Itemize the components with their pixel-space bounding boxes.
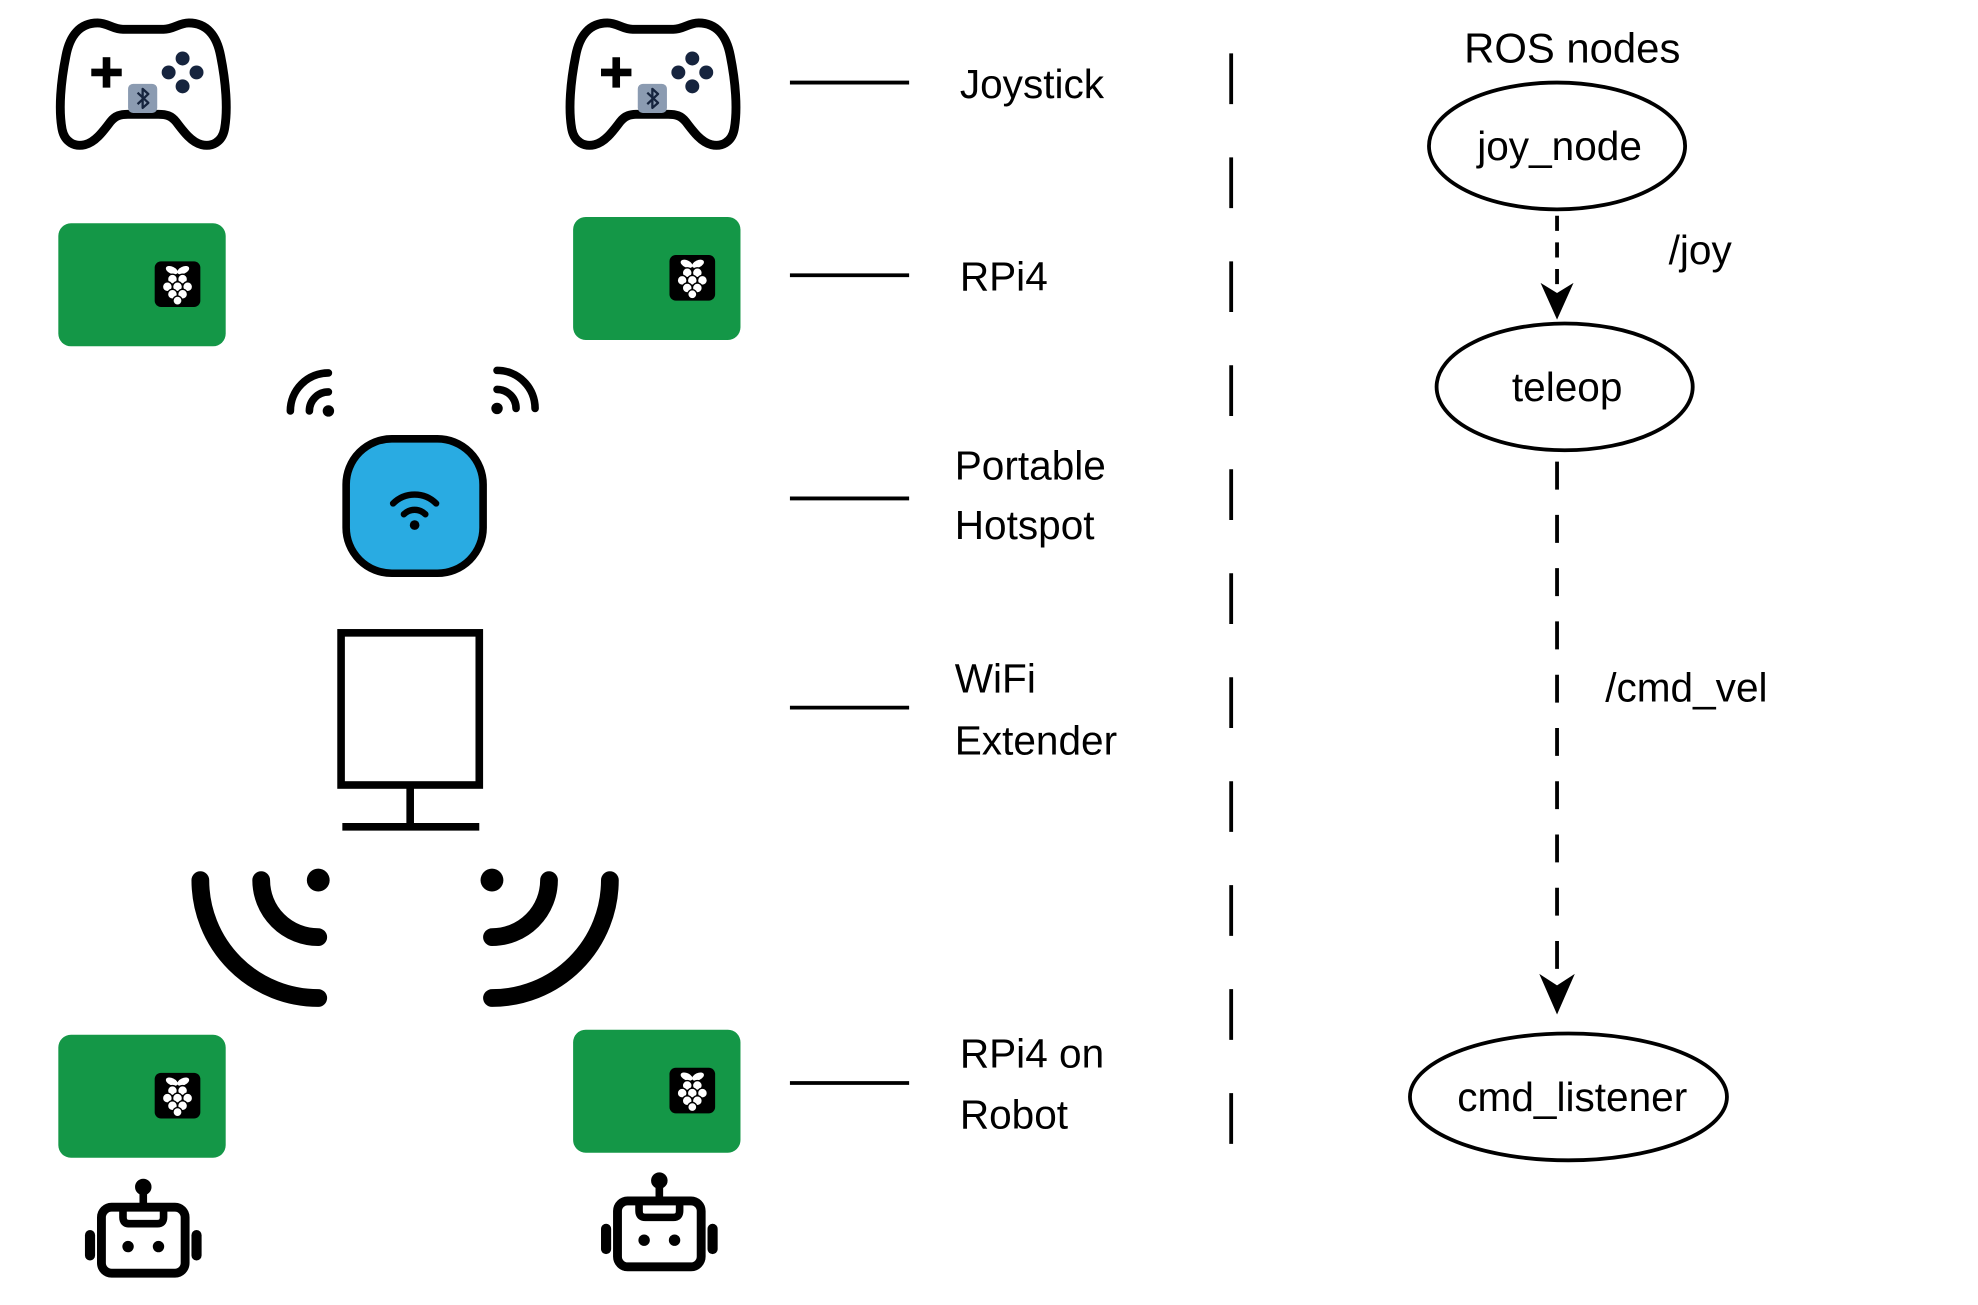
arrowhead-icon xyxy=(1539,973,1575,1015)
robot-icon xyxy=(85,1179,202,1273)
ros-node-teleop: teleop xyxy=(1434,321,1695,453)
wifi-extender-icon xyxy=(337,629,484,831)
topic-edge-cmd-vel xyxy=(1539,461,1575,1015)
ros-heading: ROS nodes xyxy=(1464,24,1680,71)
raspberry-pi-board-icon xyxy=(57,1034,227,1159)
node-label: cmd_listener xyxy=(1457,1074,1687,1120)
topic-edge-joy xyxy=(1540,215,1574,320)
raspberry-pi-board-icon xyxy=(572,216,742,341)
raspberry-pi-board-icon xyxy=(572,1029,742,1154)
row-label-hotspot-line2: Hotspot xyxy=(955,502,1095,548)
wifi-signal-icon xyxy=(491,366,539,415)
row-label-robot-line2: Robot xyxy=(960,1092,1068,1138)
row-label-joystick: Joystick xyxy=(960,61,1105,107)
topic-label-joy: /joy xyxy=(1669,227,1733,273)
hotspot-icon xyxy=(342,435,487,578)
wifi-signal-icon xyxy=(480,868,619,1007)
node-label: joy_node xyxy=(1476,123,1642,169)
row-label-extender-line1: WiFi xyxy=(955,655,1036,701)
wifi-signal-icon xyxy=(286,369,335,417)
wifi-signal-icon xyxy=(191,868,330,1007)
row-label-extender-line2: Extender xyxy=(955,718,1117,764)
row-label-robot-line1: RPi4 on xyxy=(960,1031,1104,1077)
gamepad-icon xyxy=(570,23,736,145)
raspberry-pi-board-icon xyxy=(57,222,227,347)
gamepad-icon xyxy=(60,23,226,145)
robot-icon xyxy=(601,1172,718,1266)
ros-node-joy-node: joy_node xyxy=(1427,80,1688,212)
topic-label-cmd-vel: /cmd_vel xyxy=(1605,664,1767,710)
arrowhead-icon xyxy=(1540,282,1574,320)
node-label: teleop xyxy=(1512,364,1623,410)
row-label-rpi4: RPi4 xyxy=(960,254,1048,300)
row-label-hotspot-line1: Portable xyxy=(955,442,1106,488)
ros-node-cmd-listener: cmd_listener xyxy=(1408,1031,1729,1163)
